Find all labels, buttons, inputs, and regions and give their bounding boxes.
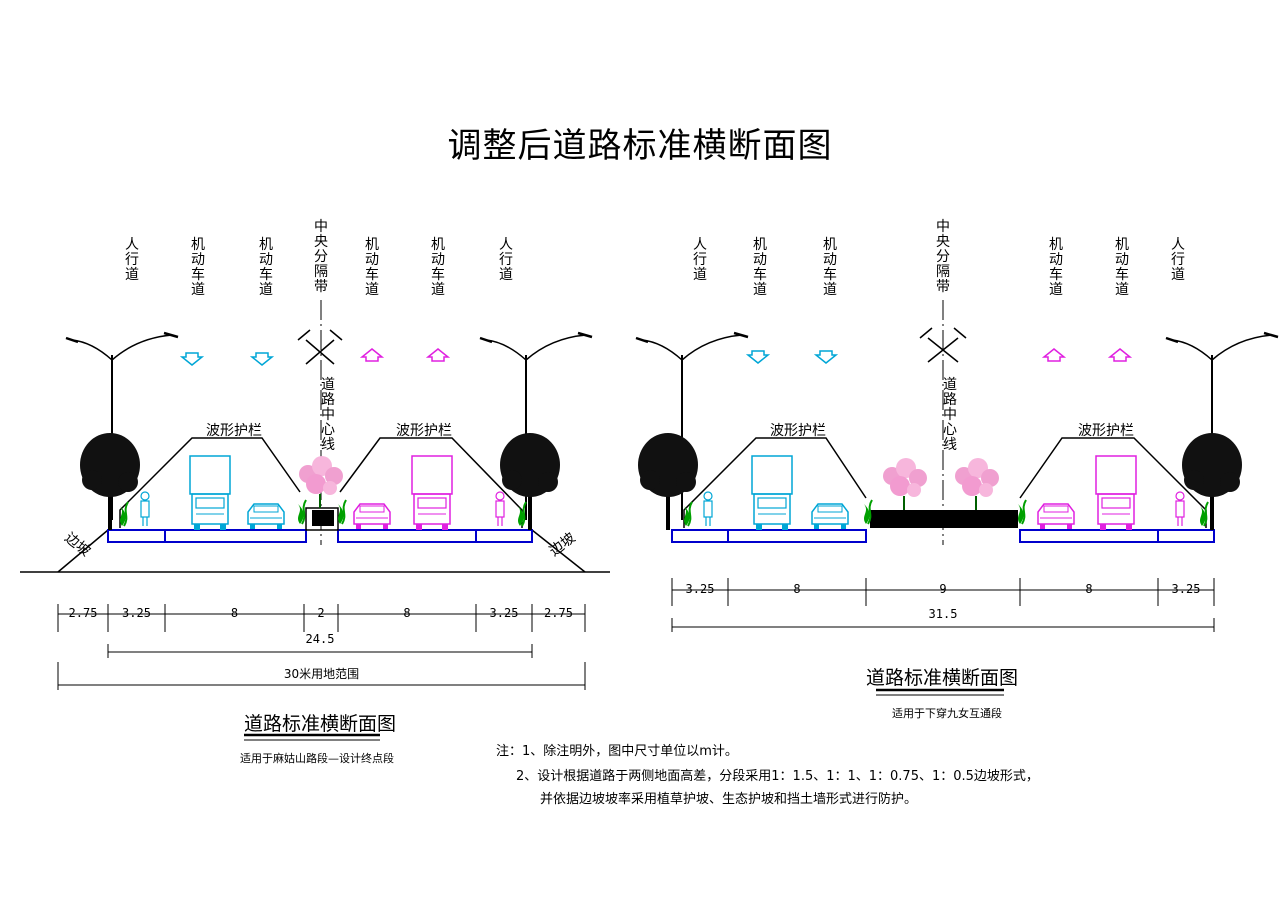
- r-lane-label-median: 中央分隔带: [936, 219, 950, 295]
- dim-right-total: 31.5: [928, 607, 958, 621]
- guardrail-label-left-1: 波形护栏: [206, 423, 262, 439]
- r-lane-label-sidewalk-left: 人行道: [693, 237, 707, 283]
- right-section: [634, 300, 1280, 696]
- lane-label-motorway-1: 机动车道: [191, 237, 205, 298]
- r-lane-label-motorway-4: 机动车道: [1115, 237, 1129, 298]
- caption-right: 道路标准横断面图: [866, 667, 1019, 689]
- lane-label-sidewalk-left: 人行道: [125, 237, 139, 283]
- caption-left: 道路标准横断面图: [244, 713, 397, 735]
- dim-right-4: 3.25: [1171, 582, 1201, 596]
- r-lane-label-motorway-3: 机动车道: [1049, 237, 1063, 298]
- dim-left-2: 8: [230, 606, 239, 620]
- note-3: 并依据边坡坡率采用植草护坡、生态护坡和挡土墙形式进行防护。: [540, 792, 918, 807]
- dim-right-3: 8: [1085, 582, 1093, 596]
- dim-left-6: 2.75: [544, 606, 573, 620]
- note-2: 2、设计根据道路于两侧地面高差，分段采用1：1.5、1：1、1：0.75、1：0…: [516, 769, 1039, 784]
- lane-label-motorway-3: 机动车道: [365, 237, 379, 298]
- subcaption-right: 适用于下穿九女互通段: [892, 707, 1002, 720]
- dim-right-1: 8: [793, 582, 801, 596]
- dim-right-0: 3.25: [685, 582, 715, 596]
- dim-right-2: 9: [939, 582, 947, 596]
- note-1: 注：1、除注明外，图中尺寸单位以m计。: [496, 744, 738, 759]
- lane-label-motorway-4: 机动车道: [431, 237, 445, 298]
- lane-label-sidewalk-right: 人行道: [499, 237, 513, 283]
- dim-left-3: 2: [317, 606, 325, 620]
- left-section: [20, 300, 610, 741]
- subcaption-left: 适用于麻姑山路段—设计终点段: [240, 752, 394, 765]
- guardrail-label-right-1: 波形护栏: [770, 423, 826, 439]
- dim-left-4: 8: [403, 606, 411, 620]
- dim-left-total: 24.5: [305, 632, 335, 646]
- lane-label-motorway-2: 机动车道: [259, 237, 273, 298]
- page-title: 调整后道路标准横断面图: [447, 126, 833, 166]
- dim-left-5: 3.25: [489, 606, 519, 620]
- r-lane-label-motorway-1: 机动车道: [753, 237, 767, 298]
- r-lane-label-motorway-2: 机动车道: [823, 237, 837, 298]
- land-range-label: 30米用地范围: [283, 667, 360, 681]
- guardrail-label-right-2: 波形护栏: [1078, 423, 1134, 439]
- r-lane-label-sidewalk-right: 人行道: [1171, 237, 1185, 283]
- dim-left-1: 3.25: [122, 606, 151, 620]
- centerline-label-right: 道路中心线: [943, 377, 957, 453]
- centerline-label-left: 道路中心线: [321, 377, 335, 453]
- guardrail-label-left-2: 波形护栏: [396, 423, 452, 439]
- dim-left-0: 2.75: [68, 606, 98, 620]
- lane-label-median: 中央分隔带: [314, 219, 328, 295]
